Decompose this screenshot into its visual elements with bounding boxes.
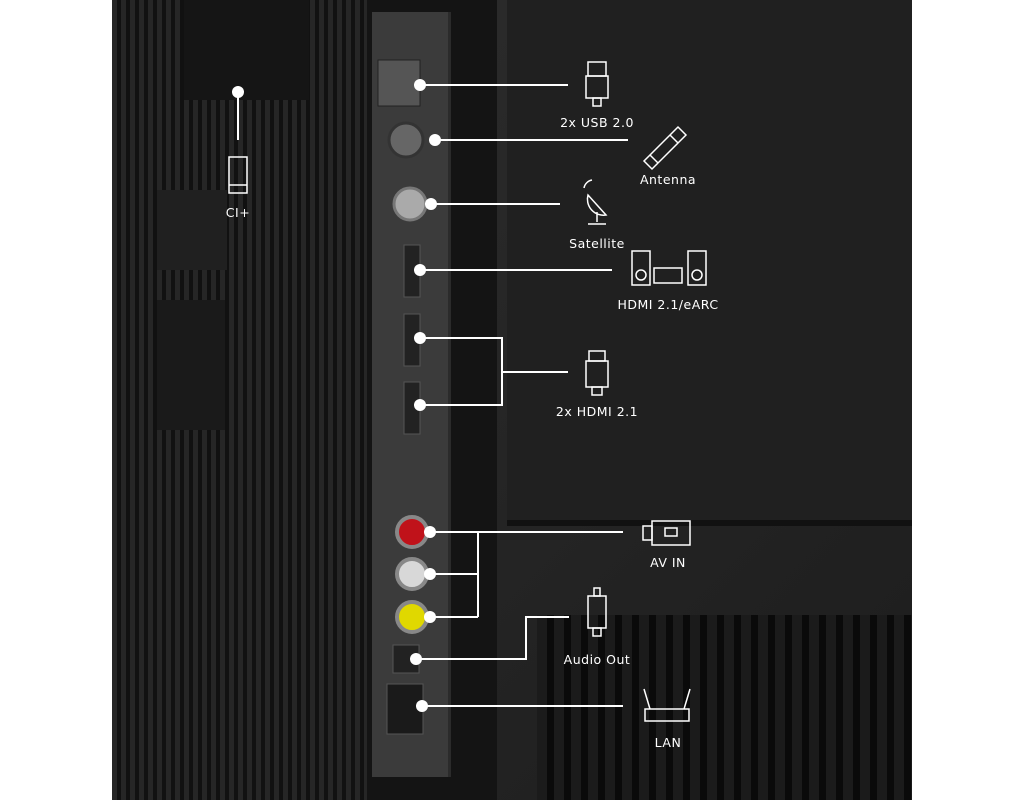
av-yellow-port [395, 600, 429, 634]
antenna-cable-icon [642, 125, 688, 171]
connection-dots [232, 79, 441, 712]
tv-rear-scene [112, 0, 912, 800]
audio-out-label: Audio Out [564, 652, 631, 667]
av-in-label: AV IN [650, 555, 686, 570]
satellite-label: Satellite [569, 236, 625, 251]
left-vents [112, 0, 367, 800]
ci-card-icon [228, 156, 248, 194]
lan-label: LAN [655, 735, 682, 750]
leader-lines [237, 84, 628, 707]
antenna-label: Antenna [640, 172, 696, 187]
ci-label: CI+ [226, 205, 250, 220]
camcorder-icon [642, 520, 691, 546]
ci-slot-cover [184, 0, 309, 100]
antenna-port [387, 121, 425, 159]
usb-icon [585, 61, 609, 107]
warning-label [157, 190, 227, 270]
router-icon [643, 688, 691, 722]
sound-system-icon [631, 250, 707, 286]
usb-port [377, 59, 421, 107]
satellite-dish-icon [583, 179, 608, 225]
usb-label: 2x USB 2.0 [560, 115, 634, 130]
right-vents [537, 615, 912, 800]
hdmi-plug-icon [585, 350, 609, 396]
optical-plug-icon [587, 587, 607, 637]
hdmi-earc-label: HDMI 2.1/eARC [617, 297, 718, 312]
satellite-port [392, 186, 428, 222]
ports [377, 59, 429, 735]
av-red-port [395, 515, 429, 549]
av-white-port [395, 557, 429, 591]
rear-recess [507, 0, 912, 526]
rating-plate [157, 300, 225, 430]
hdmi-label: 2x HDMI 2.1 [556, 404, 638, 419]
